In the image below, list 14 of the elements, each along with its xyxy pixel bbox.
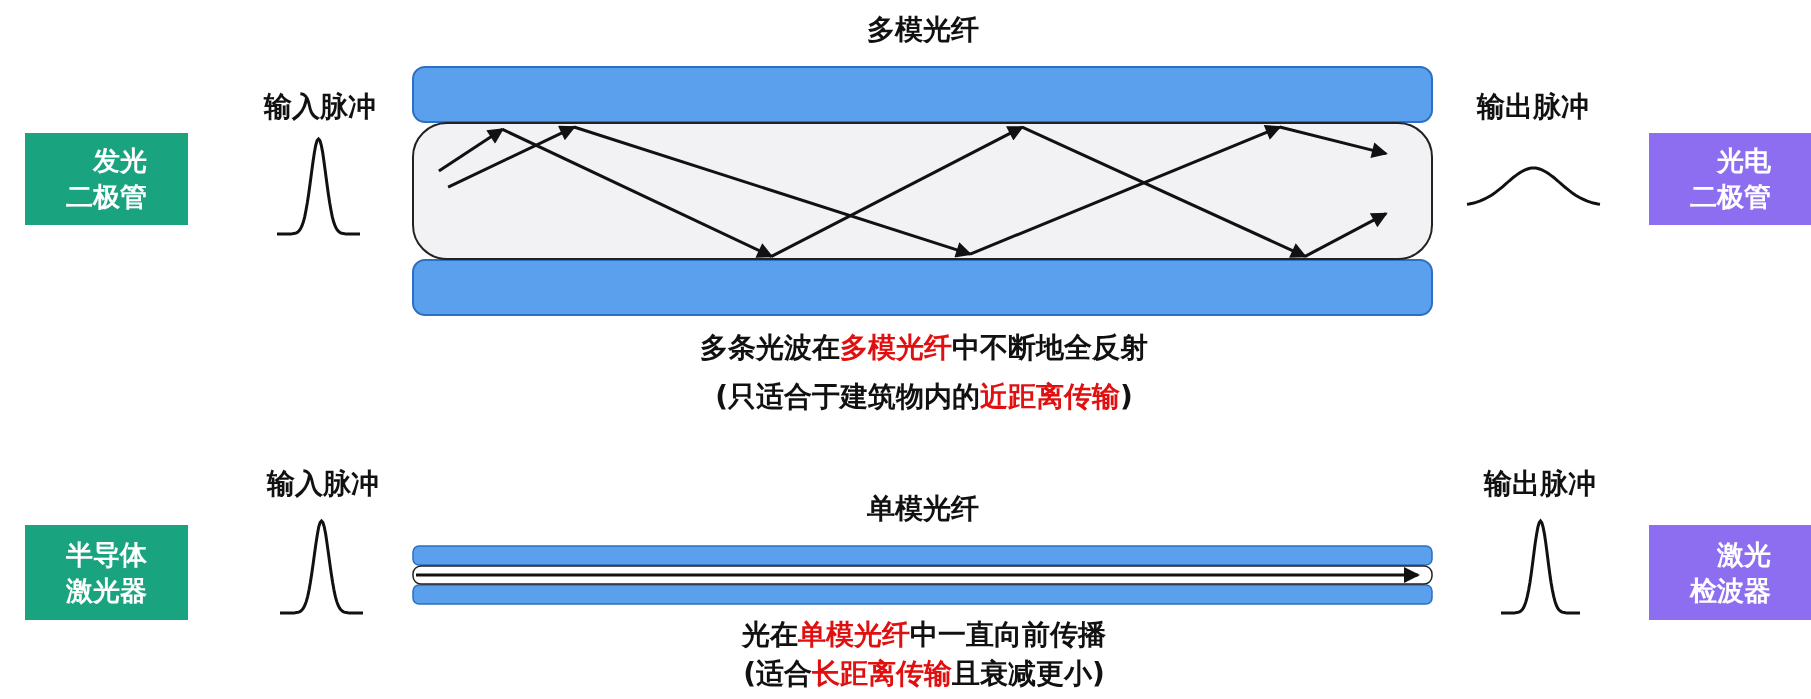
device-box: 激光检波器: [1649, 525, 1811, 620]
pulse-label: 输出脉冲: [1477, 89, 1589, 125]
fiber-title: 多模光纤: [866, 12, 979, 48]
device-box: 发光二极管: [25, 133, 188, 225]
fiber-title: 单模光纤: [866, 491, 979, 527]
caption-text: (适合长距离传输且衰减更小): [743, 656, 1105, 692]
device-box: 光电二极管: [1649, 133, 1811, 225]
pulse-label: 输入脉冲: [264, 89, 376, 125]
pulse-label: 输出脉冲: [1484, 466, 1596, 502]
caption-text: (只适合于建筑物内的近距离传输): [715, 379, 1133, 415]
device-box: 半导体激光器: [25, 525, 188, 620]
pulse-label: 输入脉冲: [267, 466, 379, 502]
caption-text: 光在单模光纤中一直向前传播: [742, 617, 1106, 653]
caption-text: 多条光波在多模光纤中不断地全反射: [700, 330, 1148, 366]
